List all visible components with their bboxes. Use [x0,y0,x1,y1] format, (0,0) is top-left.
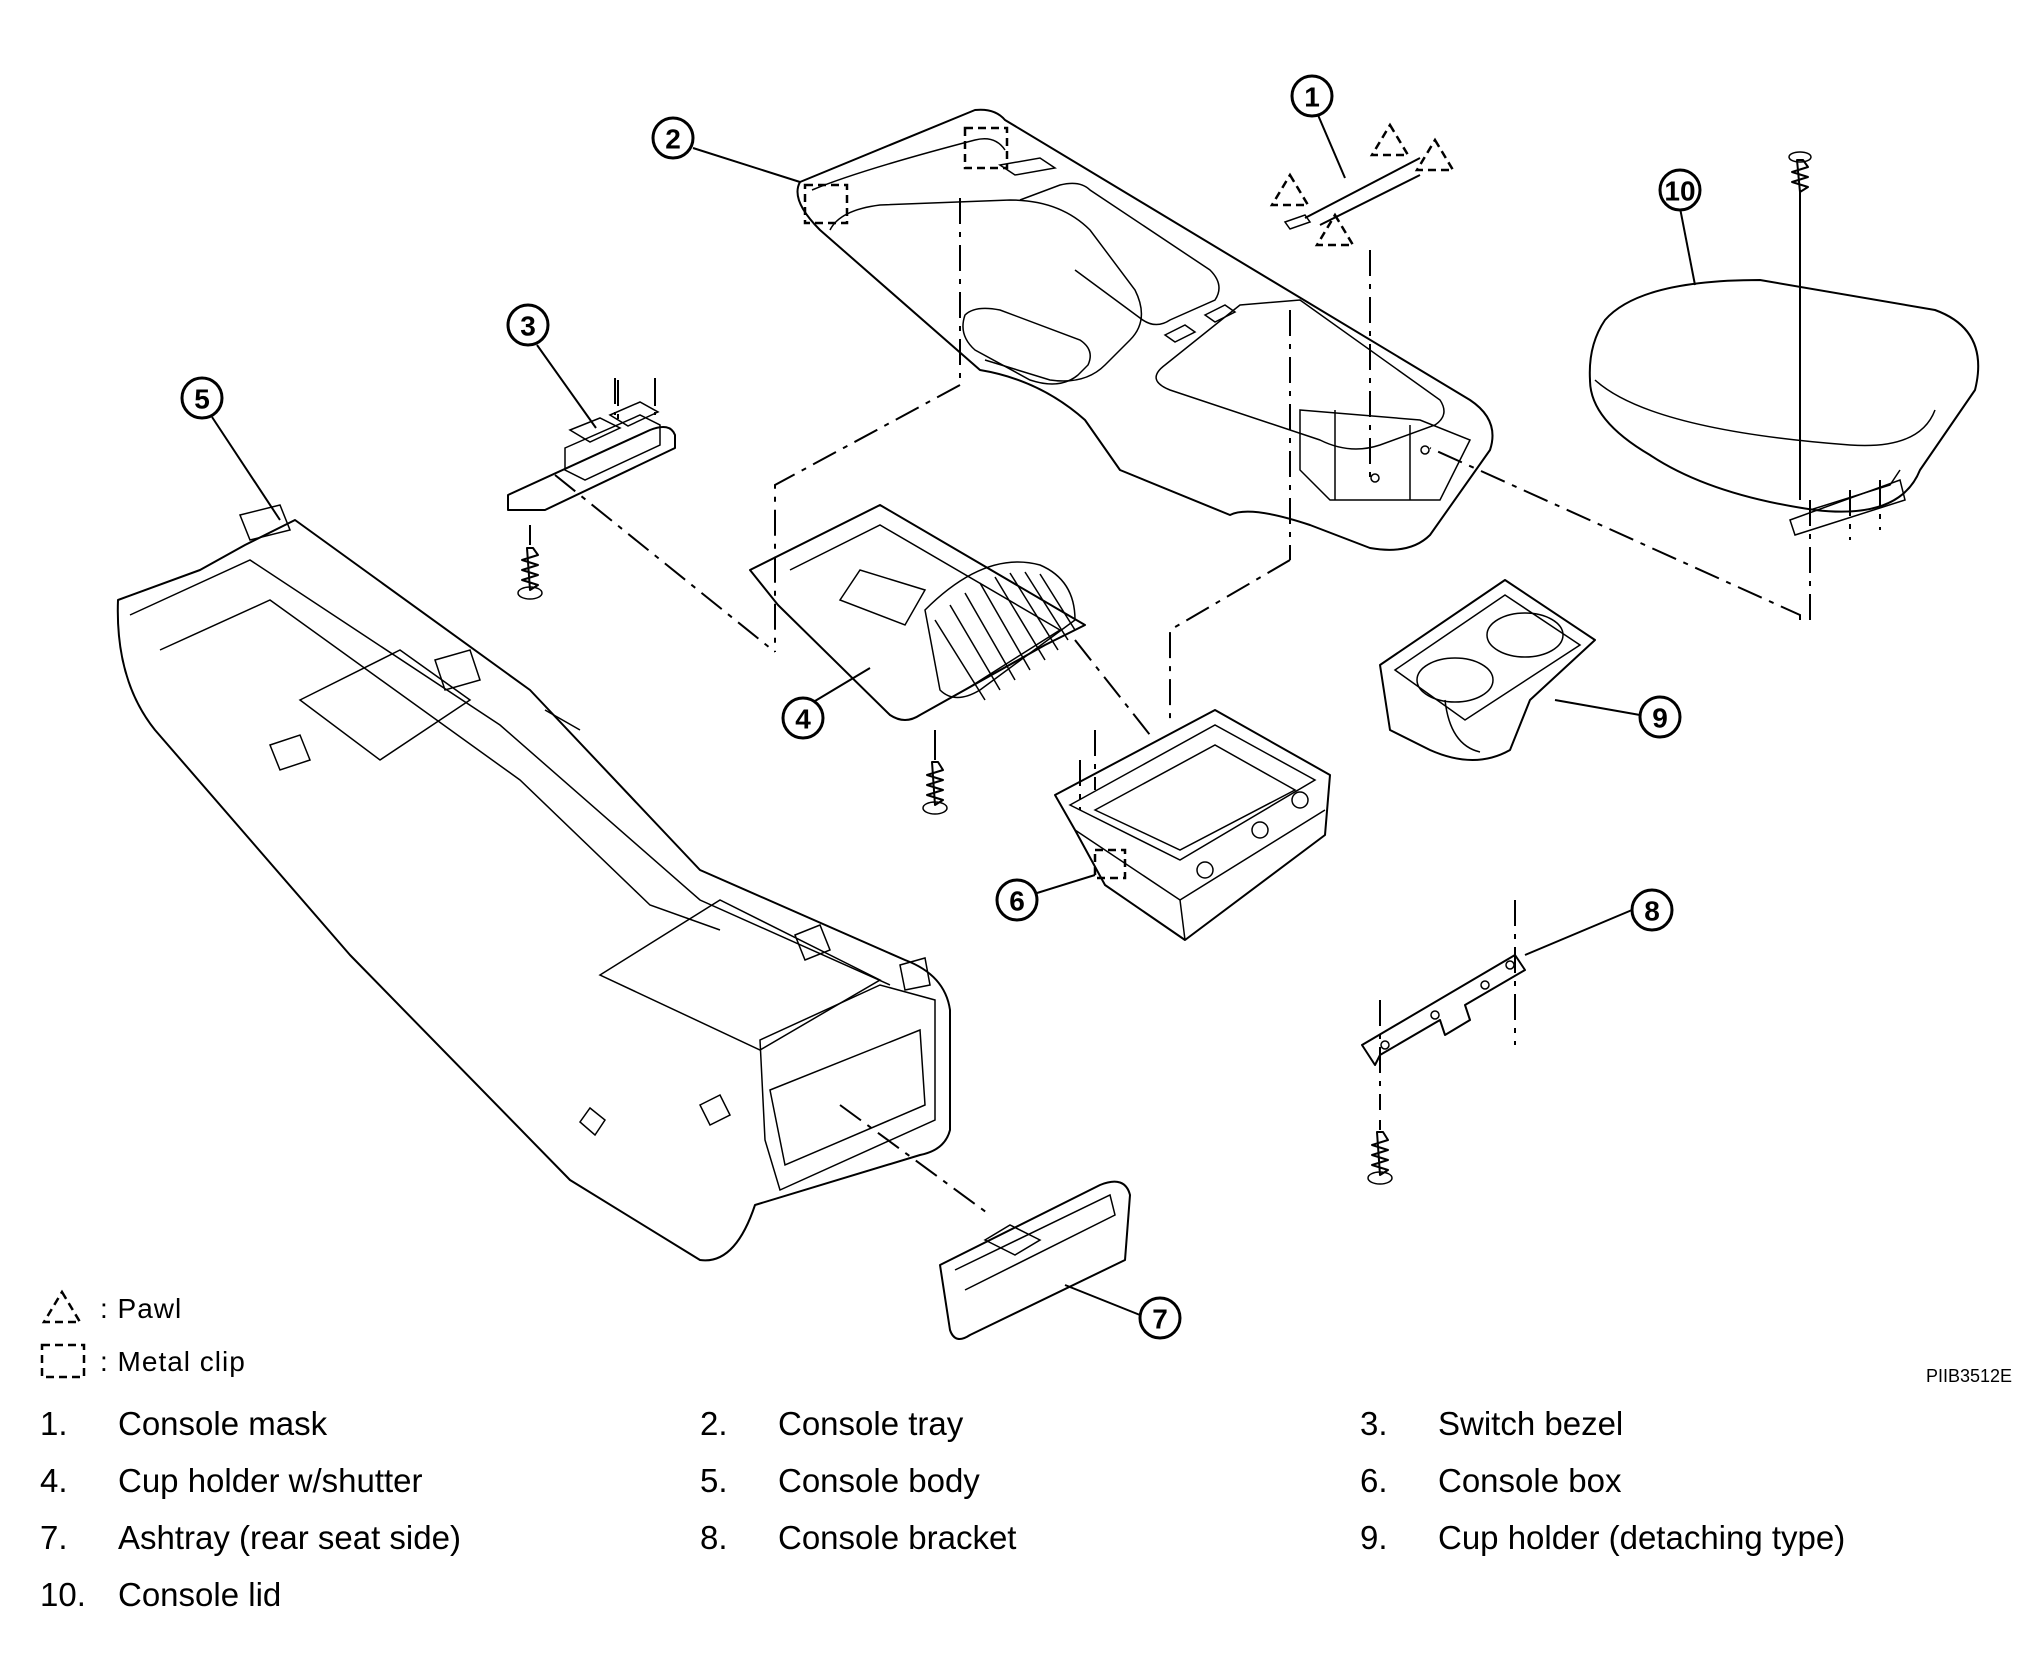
svg-text:9: 9 [1652,703,1668,734]
metal-clip-symbol-icon [40,1343,86,1379]
svg-text:: Metal clip: : Metal clip [100,1346,246,1377]
svg-text:7: 7 [1152,1304,1168,1335]
parts-row: 10. Console lid [40,1566,2020,1623]
part-item: 1. Console mask [40,1405,700,1443]
part-name: Ashtray (rear seat side) [118,1518,461,1556]
part-item: 5. Console body [700,1462,1360,1500]
part-number: 6. [1360,1461,1388,1499]
callout-1: 1 [1290,74,1334,118]
part-name: Console mask [118,1404,328,1442]
callout-6: 6 [995,878,1039,922]
part-item: 8. Console bracket [700,1519,1360,1557]
part-number: 7. [40,1518,68,1556]
svg-text:2: 2 [665,124,681,155]
legend-pawl: : Pawl [41,1289,182,1324]
part-name: Console bracket [778,1518,1017,1556]
console-box [1054,709,1331,941]
console-body [116,504,951,1262]
part-number: 4. [40,1461,68,1499]
svg-text:4: 4 [795,704,811,735]
part-item: 7. Ashtray (rear seat side) [40,1519,700,1557]
console-tray [796,108,1494,551]
console-lid [1588,151,1980,620]
alignment-lines [554,198,1801,1216]
part-number: 8. [700,1518,728,1556]
part-name: Console body [778,1461,980,1499]
parts-row: 4. Cup holder w/shutter 5. Console body 6.… [40,1452,2020,1509]
callout-7: 7 [1138,1296,1182,1340]
callout-3: 3 [506,303,550,347]
callout-8: 8 [1630,888,1674,932]
part-number: 2. [700,1404,728,1442]
svg-text:1: 1 [1304,82,1320,113]
callout-4: 4 [781,696,825,740]
switch-bezel [507,380,676,600]
figure-ref: PIIB3512E [1926,1366,2012,1386]
exploded-diagram: 1 2 3 4 5 6 7 8 9 10 : Pawl : Metal clip… [40,74,2012,1386]
callout-2: 2 [651,116,695,160]
parts-list: 1. Console mask 2. Console tray 3. Switch b… [40,1395,2020,1623]
svg-text:3: 3 [520,311,536,342]
console-mask [1269,122,1456,247]
part-number: 10. [40,1575,86,1613]
svg-text:10: 10 [1664,176,1695,207]
console-bracket [1361,900,1526,1185]
part-item: 3. Switch bezel [1360,1405,2020,1443]
part-name: Cup holder (detaching type) [1438,1518,1846,1556]
part-number: 3. [1360,1404,1388,1442]
part-name: Console tray [778,1404,964,1442]
callout-5: 5 [180,376,224,420]
part-name: Console box [1438,1461,1622,1499]
part-number: 9. [1360,1518,1388,1556]
parts-row: 1. Console mask 2. Console tray 3. Switch b… [40,1395,2020,1452]
part-item: 4. Cup holder w/shutter [40,1462,700,1500]
svg-text:5: 5 [194,384,210,415]
cup-holder-detaching [1379,579,1596,761]
part-item: 6. Console box [1360,1462,2020,1500]
part-item: 10. Console lid [40,1576,716,1614]
leader-lines [211,114,1696,1316]
svg-text:6: 6 [1009,886,1025,917]
part-name: Cup holder w/shutter [118,1461,423,1499]
callout-9: 9 [1638,695,1682,739]
part-number: 1. [40,1404,68,1442]
part-item: 2. Console tray [700,1405,1360,1443]
part-number: 5. [700,1461,728,1499]
svg-text:: Pawl: : Pawl [100,1293,182,1324]
callout-10: 10 [1658,168,1702,212]
legend: : Pawl : Metal clip [40,1289,246,1379]
legend-metal-clip: : Metal clip [40,1343,246,1379]
cup-holder-shutter [749,504,1086,815]
part-name: Switch bezel [1438,1404,1624,1442]
part-item: 9. Cup holder (detaching type) [1360,1519,2020,1557]
part-name: Console lid [118,1575,282,1613]
pawl-symbol-icon [41,1289,83,1324]
parts-row: 7. Ashtray (rear seat side) 8. Console bra… [40,1509,2020,1566]
ashtray [939,1180,1131,1340]
svg-text:8: 8 [1644,896,1660,927]
